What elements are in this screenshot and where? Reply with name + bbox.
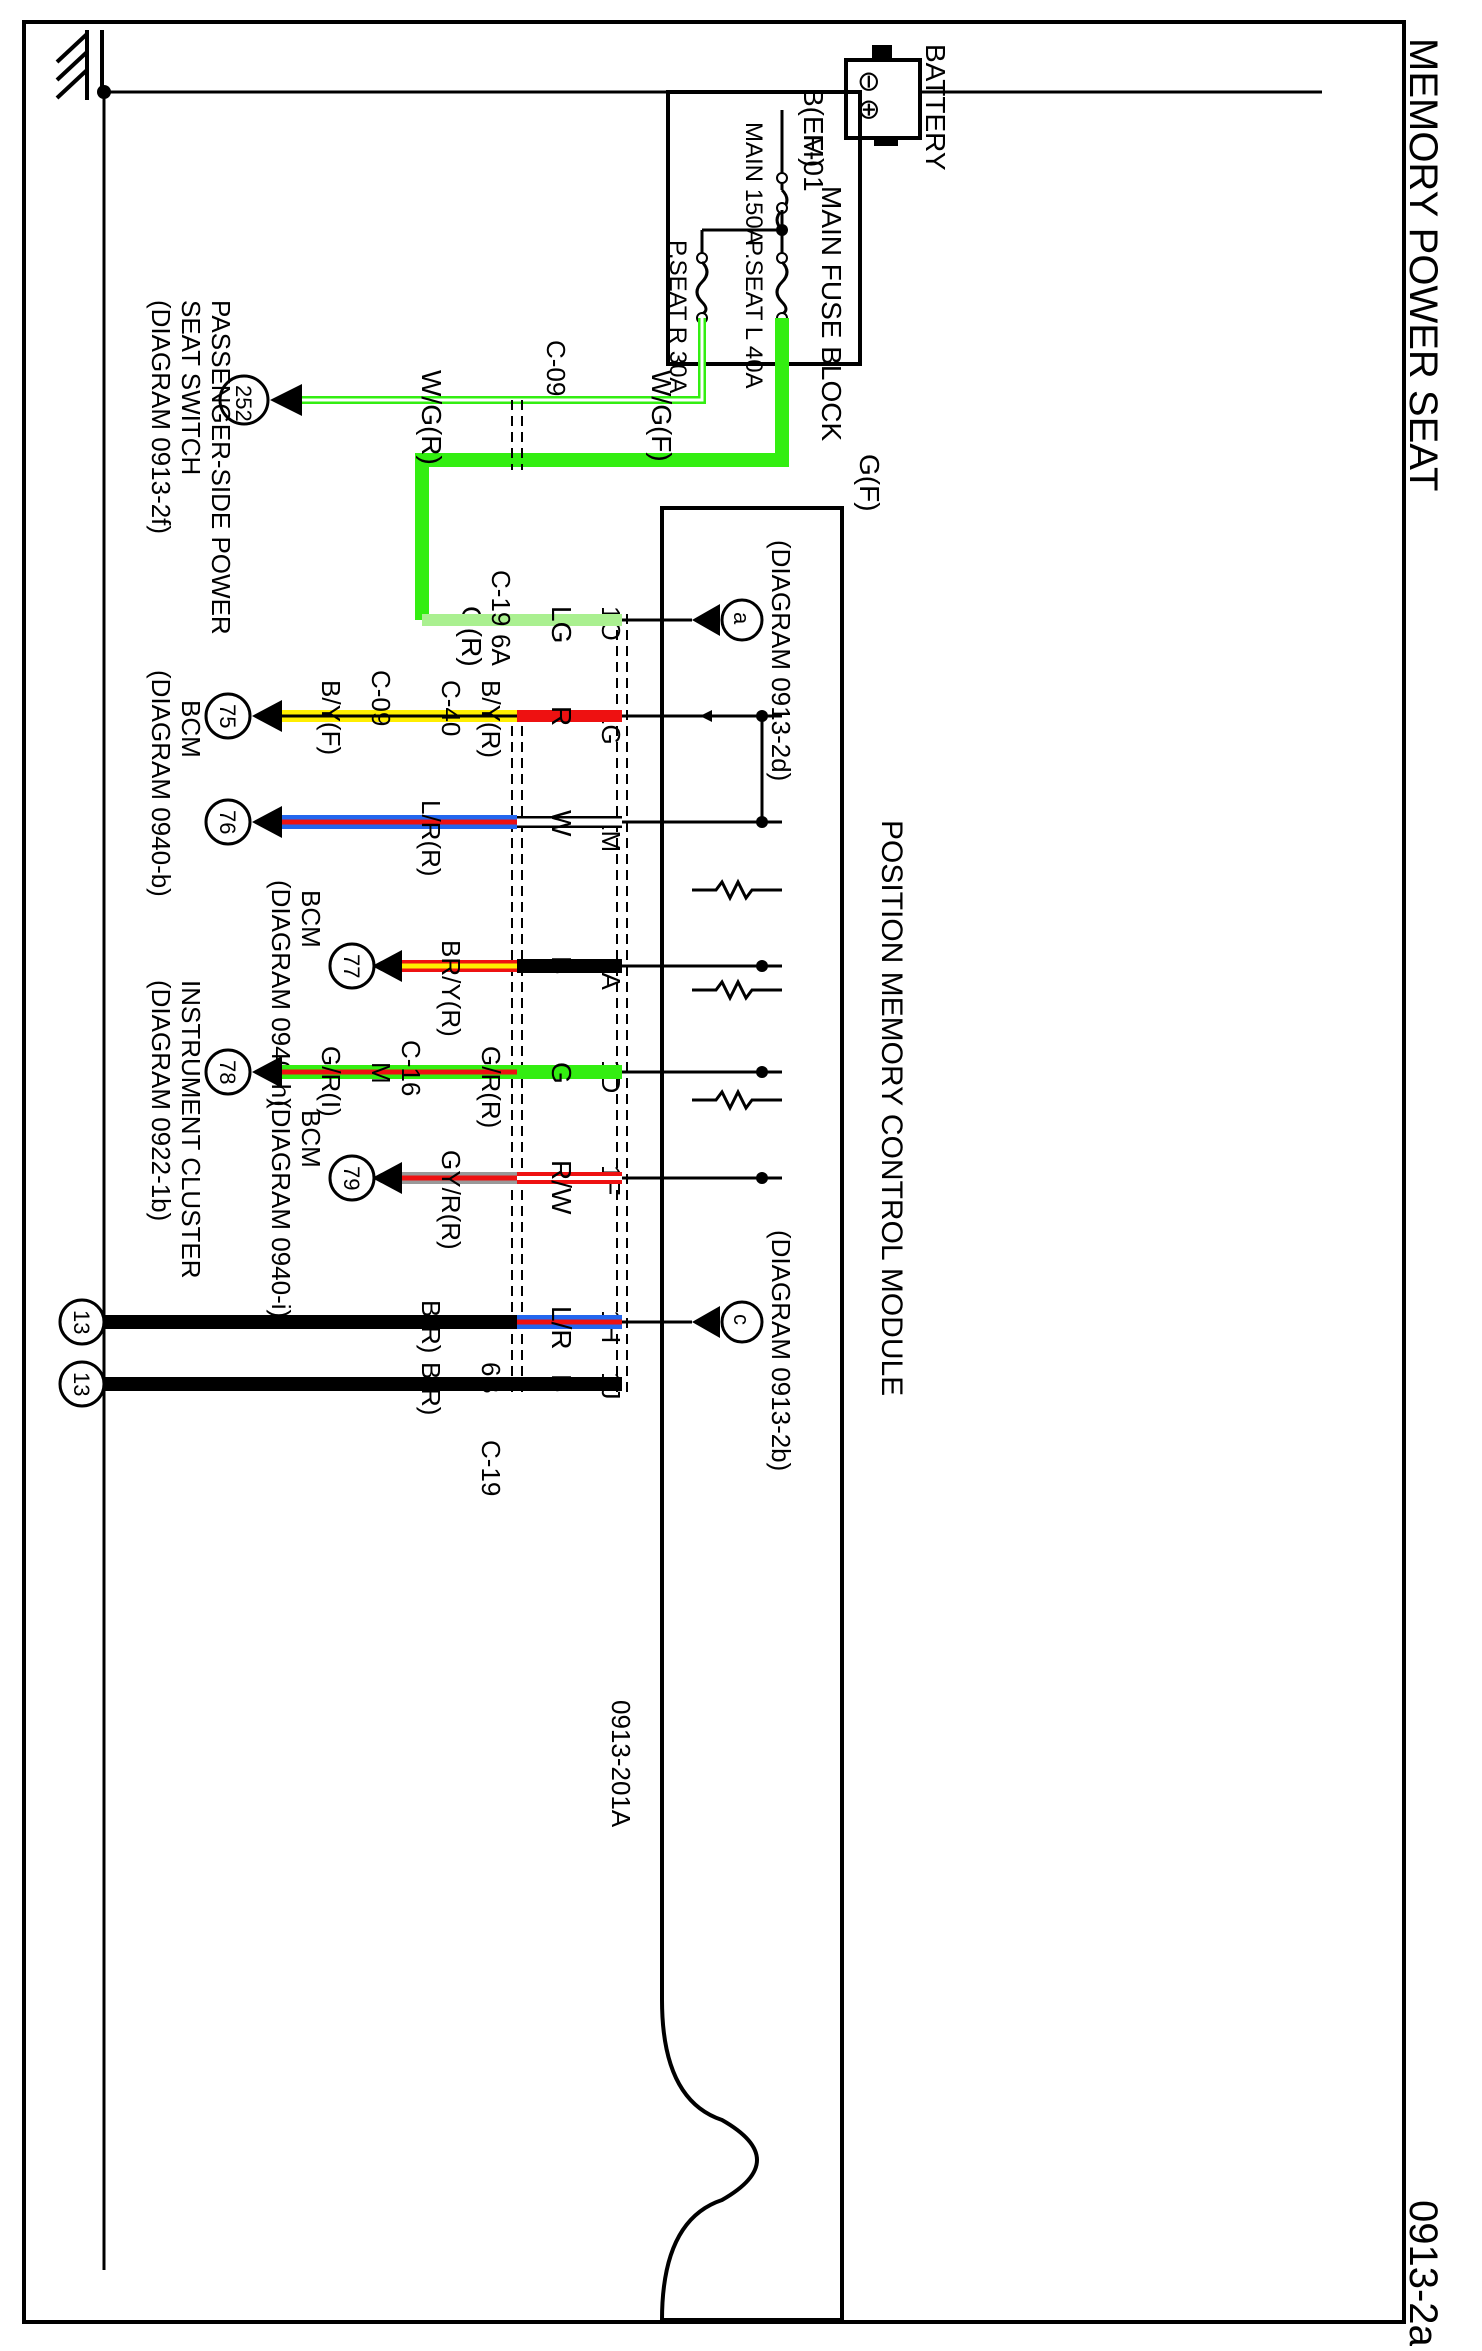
ref-76: 76 <box>215 810 240 834</box>
fuse-id: F-01 <box>798 134 829 192</box>
passenger-switch-line1: PASSENGER-SIDE POWER <box>206 300 236 635</box>
connector-tag: 0913-201A <box>606 1700 636 1828</box>
ref-252: 252 <box>231 385 256 422</box>
wire-wg <box>298 318 706 404</box>
ref-77: 77 <box>339 954 364 978</box>
fuse-block-title: MAIN FUSE BLOCK <box>816 186 847 441</box>
wire-b2-label: B <box>546 1374 577 1393</box>
connector-6a: 6A <box>486 634 516 666</box>
connector-c09-top: C-09 <box>541 340 571 396</box>
wire-r-label: R <box>546 706 577 726</box>
ref-a: a <box>729 612 754 625</box>
battery-neg: ⊖ <box>854 70 885 93</box>
arrow-252 <box>270 384 302 416</box>
wire-wg-f-label: W/G(F) <box>646 370 677 462</box>
ref-a-badge <box>720 598 764 642</box>
ref-252-badge <box>218 374 270 426</box>
ref-a-diagram: (DIAGRAM 0913-2d) <box>766 540 796 781</box>
connector-6b: 6B <box>476 1362 506 1394</box>
fuse-pseat-l-label: P.SEAT L 40A <box>740 240 767 389</box>
wire-b-r2-label: B(R) <box>416 1362 446 1415</box>
fuse-pseat-r-label: P.SEAT R 30A <box>664 240 691 393</box>
wire-lr-label: L/R <box>546 1306 577 1350</box>
wire-by-r-label: B/Y(R) <box>476 680 506 758</box>
ref-78: 78 <box>215 1060 240 1084</box>
ref-78-badge <box>204 1048 252 1096</box>
ref-13b-badge <box>58 1360 106 1408</box>
wire-bry-r-label: BR/Y(R) <box>436 940 466 1037</box>
ref-c-diagram: (DIAGRAM 0913-2b) <box>766 1230 796 1471</box>
bcm-i-label: BCM <box>296 1110 326 1168</box>
wire-gr-r-label: G/R(R) <box>476 1046 506 1128</box>
ref-75: 75 <box>215 704 240 728</box>
module-title: POSITION MEMORY CONTROL MODULE <box>875 820 908 1396</box>
wire-w-label: W <box>546 810 577 837</box>
connector-c19-top: C-19 <box>486 570 516 626</box>
page-code: 0913-2a <box>1401 2200 1445 2346</box>
ref-c: c <box>729 1314 754 1325</box>
wire-rw-label: R/W <box>546 1160 577 1215</box>
ref-13b: 13 <box>69 1372 94 1396</box>
ref-76-badge <box>204 798 252 846</box>
wire-b1-label: B <box>546 956 577 975</box>
wire-gr-i-label: G/R(I) <box>316 1046 346 1117</box>
passenger-switch-line3: (DIAGRAM 0913-2f) <box>146 300 176 534</box>
wire-g-f-label: G(F) <box>854 454 885 512</box>
bcm-b-diagram: (DIAGRAM 0940-b) <box>146 670 176 897</box>
position-memory-control-module <box>659 506 844 2322</box>
diagram-title: MEMORY POWER SEAT <box>1401 38 1445 491</box>
wire-b-r1-label: B(R) <box>416 1300 446 1353</box>
ic-label: INSTRUMENT CLUSTER <box>176 980 206 1279</box>
connector-c16: C-16 <box>396 1040 426 1096</box>
bcm-b-label: BCM <box>176 700 206 758</box>
ref-c-badge <box>720 1300 764 1344</box>
wire-lr-r-label: L/R(R) <box>416 800 446 877</box>
connector-c19-bot: C-19 <box>476 1440 506 1496</box>
battery-label: BATTERY <box>920 44 951 171</box>
connector-c40: C-40 <box>436 680 466 736</box>
chassis-ground-icon <box>55 30 104 100</box>
ref-13a-badge <box>58 1298 106 1346</box>
wire-g-label: G <box>546 1062 577 1084</box>
wire-wg-r-label: W/G(R) <box>416 370 447 465</box>
battery-fuse-in: B(EM) <box>798 88 829 167</box>
bcm-h-label: BCM <box>296 890 326 948</box>
connector-c09-mid: C-09 <box>366 670 396 726</box>
bcm-i-diagram: (DIAGRAM 0940-i) <box>266 1100 296 1318</box>
ref-79-badge <box>328 1154 376 1202</box>
wire-lg-label: LG <box>546 606 577 643</box>
ref-77-badge <box>328 942 376 990</box>
wire-gyr-r-label: GY/R(R) <box>436 1150 466 1250</box>
ref-13a: 13 <box>69 1310 94 1334</box>
fuse-main-label: MAIN 150A <box>740 122 767 245</box>
ref-79: 79 <box>339 1166 364 1190</box>
ic-diagram: (DIAGRAM 0922-1b) <box>146 980 176 1221</box>
ref-75-badge <box>204 692 252 740</box>
connector-m: M <box>366 1062 396 1084</box>
passenger-switch-line2: SEAT SWITCH <box>176 300 206 475</box>
wire-green-f <box>415 318 789 620</box>
main-fuse-block <box>666 90 862 366</box>
internal-circuit <box>622 716 782 1180</box>
wire-by-f-label: B/Y(F) <box>316 680 346 755</box>
